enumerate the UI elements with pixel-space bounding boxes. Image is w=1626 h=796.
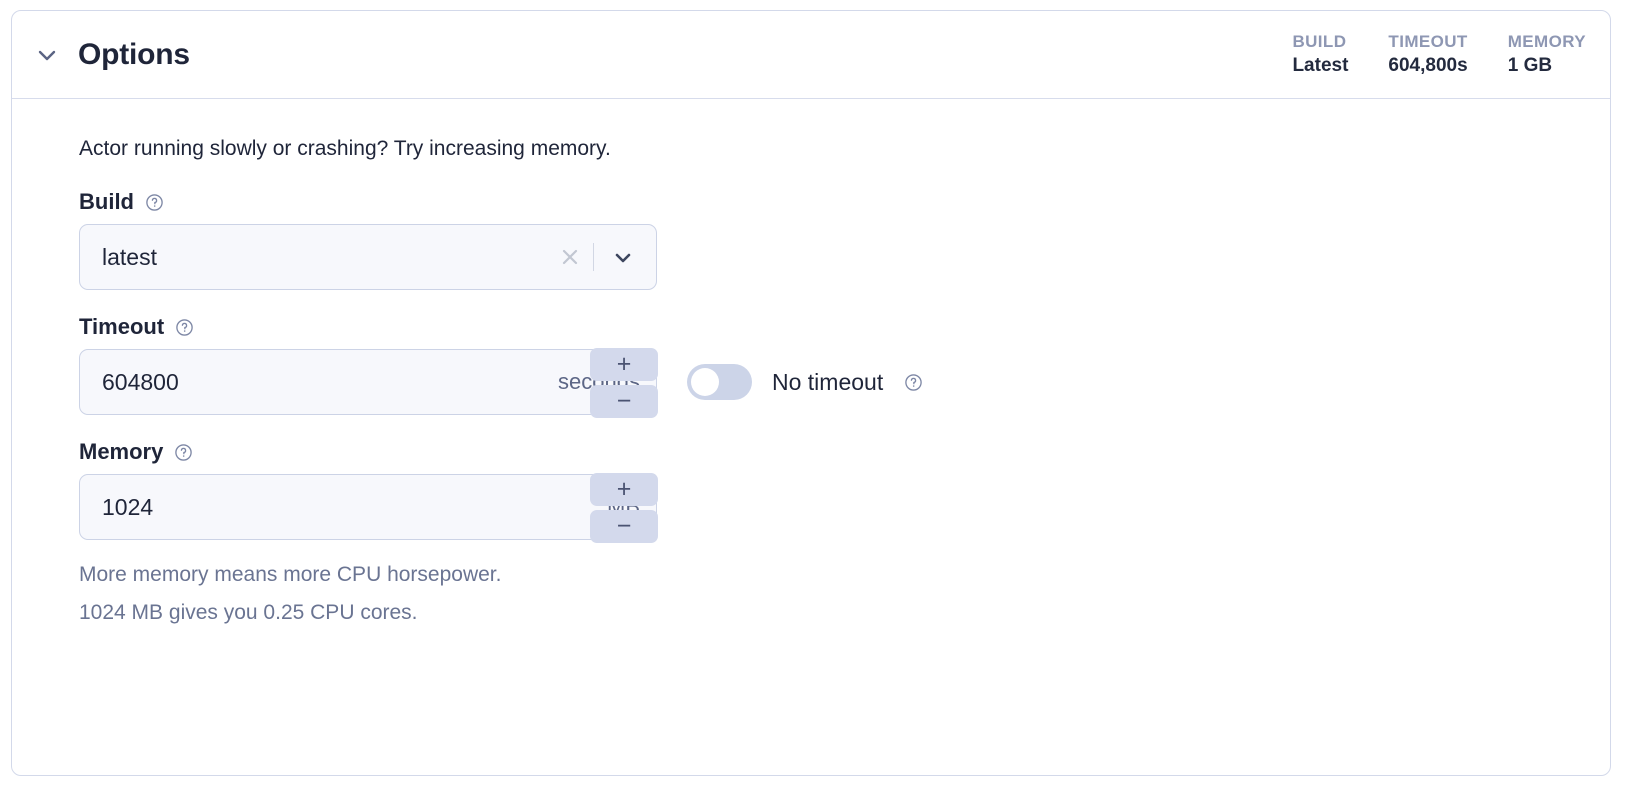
no-timeout-group: No timeout bbox=[687, 364, 923, 400]
timeout-increment-button[interactable]: + bbox=[590, 348, 658, 381]
memory-input[interactable]: 1024 MB + − bbox=[79, 473, 658, 543]
question-mark-circle-icon[interactable] bbox=[144, 192, 164, 212]
select-divider bbox=[593, 243, 594, 271]
memory-label: Memory bbox=[79, 439, 164, 464]
intro-text: Actor running slowly or crashing? Try in… bbox=[79, 137, 611, 160]
timeout-input[interactable]: 604800 seconds + − bbox=[79, 348, 658, 418]
panel-body: Actor running slowly or crashing? Try in… bbox=[12, 99, 1610, 632]
timeout-decrement-button[interactable]: − bbox=[590, 385, 658, 418]
no-timeout-toggle[interactable] bbox=[687, 364, 752, 400]
memory-helper-text: More memory means more CPU horsepower. 1… bbox=[79, 556, 1610, 632]
build-select-value: latest bbox=[102, 243, 157, 270]
memory-stepper: + − bbox=[590, 473, 658, 543]
stat-memory: MEMORY 1 GB bbox=[1508, 31, 1586, 79]
memory-helper-line-1: More memory means more CPU horsepower. bbox=[79, 563, 502, 586]
build-label-row: Build bbox=[79, 189, 1610, 215]
toggle-knob bbox=[691, 368, 719, 396]
timeout-input-value: 604800 bbox=[102, 368, 179, 395]
chevron-down-icon[interactable] bbox=[608, 242, 638, 272]
timeout-label-row: Timeout bbox=[79, 314, 1610, 340]
timeout-row: 604800 seconds + − No timeout bbox=[79, 348, 1610, 418]
question-mark-circle-icon[interactable] bbox=[903, 372, 923, 392]
stat-build: BUILD Latest bbox=[1292, 31, 1348, 79]
stat-build-value: Latest bbox=[1292, 55, 1349, 76]
build-field-block: Build latest bbox=[79, 189, 1610, 290]
no-timeout-label: No timeout bbox=[772, 368, 884, 395]
chevron-down-icon[interactable] bbox=[34, 42, 60, 68]
memory-increment-button[interactable]: + bbox=[590, 473, 658, 506]
page-title: Options bbox=[78, 37, 190, 71]
options-panel: Options BUILD Latest TIMEOUT 604,800s ME… bbox=[11, 10, 1611, 776]
memory-label-row: Memory bbox=[79, 439, 1610, 465]
memory-input-value: 1024 bbox=[102, 493, 154, 520]
close-x-icon[interactable] bbox=[557, 244, 583, 270]
stat-memory-value: 1 GB bbox=[1507, 55, 1553, 76]
stat-timeout-value: 604,800s bbox=[1388, 55, 1468, 76]
stat-memory-label: MEMORY bbox=[1507, 32, 1586, 51]
question-mark-circle-icon[interactable] bbox=[174, 317, 194, 337]
stat-timeout: TIMEOUT 604,800s bbox=[1388, 31, 1467, 79]
stat-build-label: BUILD bbox=[1292, 32, 1347, 51]
stat-timeout-label: TIMEOUT bbox=[1388, 32, 1468, 51]
header-stats: BUILD Latest TIMEOUT 604,800s MEMORY 1 G… bbox=[1292, 31, 1586, 79]
panel-header: Options BUILD Latest TIMEOUT 604,800s ME… bbox=[12, 11, 1610, 99]
memory-decrement-button[interactable]: − bbox=[590, 510, 658, 543]
timeout-stepper: + − bbox=[590, 348, 658, 418]
memory-field-block: Memory 1024 MB + − More memory bbox=[79, 439, 1610, 632]
timeout-field-block: Timeout 604800 seconds + − bbox=[79, 314, 1610, 418]
build-select[interactable]: latest bbox=[79, 224, 657, 290]
build-label: Build bbox=[79, 189, 134, 214]
panel-header-left: Options bbox=[12, 38, 190, 72]
timeout-label: Timeout bbox=[79, 314, 165, 339]
question-mark-circle-icon[interactable] bbox=[173, 442, 193, 462]
memory-helper-line-2: 1024 MB gives you 0.25 CPU cores. bbox=[79, 601, 418, 624]
